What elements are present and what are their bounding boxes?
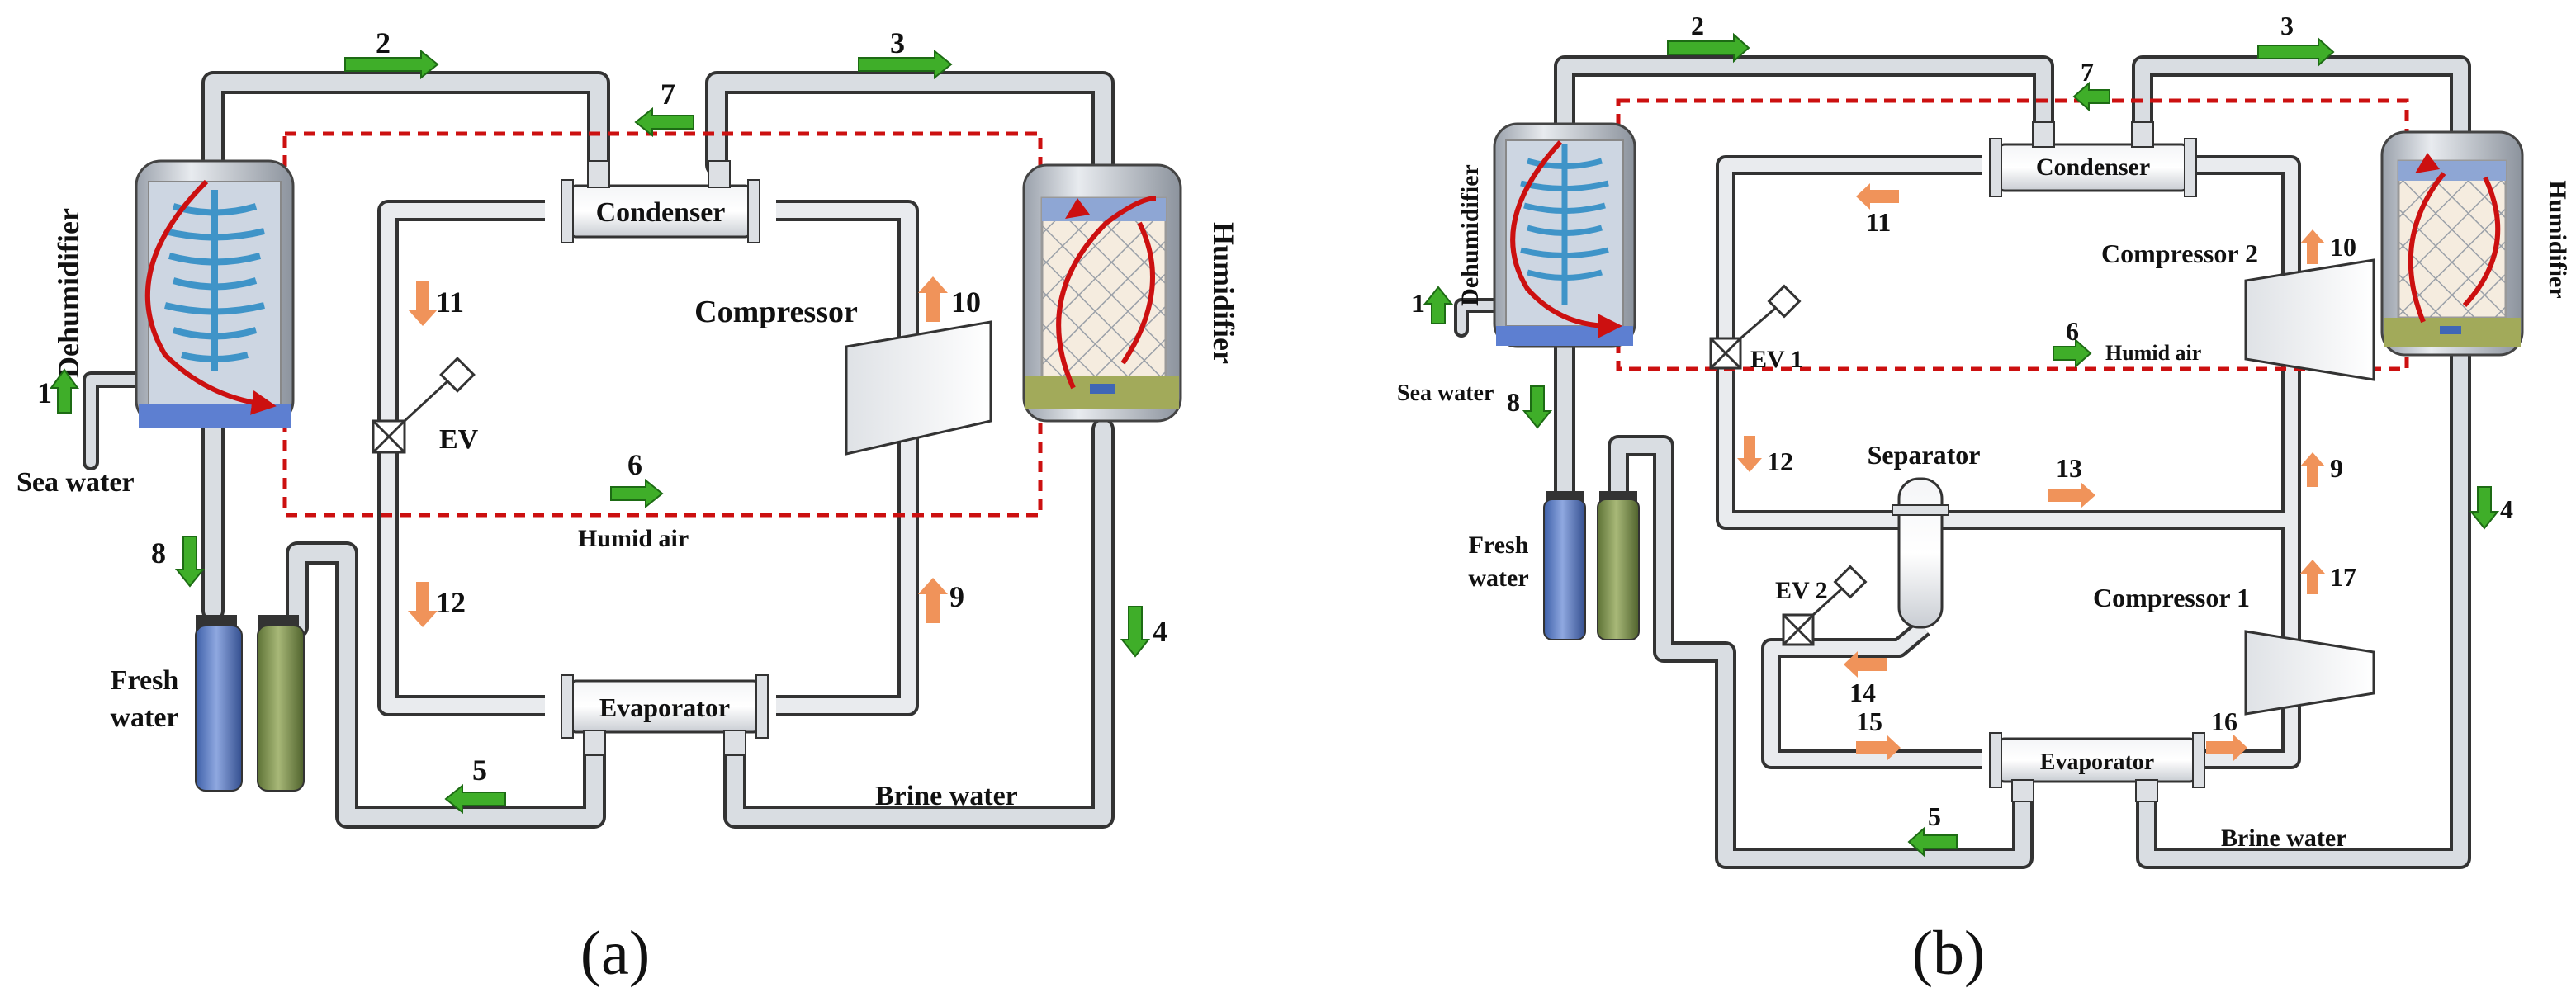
state-4: 4 <box>2500 494 2513 524</box>
humidifier-label: Humidifier <box>2544 180 2571 298</box>
state-5: 5 <box>472 754 487 787</box>
state-10: 10 <box>2330 232 2356 262</box>
state-2: 2 <box>1691 11 1704 40</box>
cooling-coil-icon <box>164 190 265 371</box>
ev-1-label: EV 1 <box>1750 346 1803 373</box>
ev-label: EV <box>439 424 479 455</box>
brine-water-label: Brine water <box>2221 825 2346 852</box>
state-13: 13 <box>2056 453 2082 483</box>
expansion-valve-1-b: EV 1 <box>1709 284 1803 373</box>
state-6: 6 <box>2066 316 2079 346</box>
state-numbers-a: 1 2 3 4 5 6 7 8 9 10 11 12 <box>37 26 1167 787</box>
fresh-water-label-2: water <box>110 702 178 733</box>
compressor-1-label: Compressor 1 <box>2093 583 2250 612</box>
dehumidifier-label: Dehumidifier <box>52 208 85 378</box>
compressor-1-b: Compressor 1 <box>2093 583 2375 716</box>
fresh-water-filters-a: Fresh water <box>110 615 305 792</box>
state-9: 9 <box>2330 453 2343 483</box>
compressor-2-label: Compressor 2 <box>2101 239 2258 268</box>
compressor-2-b: Compressor 2 <box>2101 239 2375 381</box>
state-5: 5 <box>1928 801 1941 831</box>
refrigerant-pipes-a <box>377 200 919 716</box>
dehumidifier-a: Dehumidifier <box>52 159 295 428</box>
state-8: 8 <box>1507 387 1520 417</box>
state-numbers-b: 1 2 3 4 5 6 7 8 9 10 11 12 13 14 15 16 1… <box>1412 11 2513 831</box>
state-8: 8 <box>151 536 166 570</box>
fresh-water-filters-b: Fresh water <box>1468 491 1640 640</box>
state-11: 11 <box>436 286 464 319</box>
state-7: 7 <box>2081 57 2094 87</box>
expansion-valve-a: EV <box>372 357 479 455</box>
state-16: 16 <box>2211 707 2237 736</box>
fresh-water-label-1: Fresh <box>1469 532 1529 559</box>
separator-b: Separator <box>1868 440 1981 629</box>
ev-2-label: EV 2 <box>1775 577 1828 604</box>
panel-caption-a: (a) <box>580 919 650 988</box>
panel-b: Dehumidifier Humidifier Condenser <box>1397 11 2571 988</box>
brine-water-label: Brine water <box>875 781 1018 811</box>
state-10: 10 <box>951 286 981 319</box>
water-flow-arrows-b <box>1423 32 2500 858</box>
dehumidifier-b: Dehumidifier <box>1456 122 1636 348</box>
state-11: 11 <box>1866 207 1891 237</box>
state-1: 1 <box>1412 288 1425 318</box>
evaporator-a: Evaporator <box>561 674 769 756</box>
evaporator-label: Evaporator <box>2040 749 2154 775</box>
state-2: 2 <box>376 26 391 59</box>
state-3: 3 <box>2280 11 2294 40</box>
humidifier-label: Humidifier <box>1207 222 1240 364</box>
state-9: 9 <box>949 580 964 613</box>
refrigerant-flow-arrows-a <box>408 276 948 627</box>
evaporator-b: Evaporator <box>1989 732 2205 802</box>
state-17: 17 <box>2330 562 2356 592</box>
fresh-water-label-2: water <box>1468 565 1528 592</box>
sea-water-label: Sea water <box>1397 380 1494 406</box>
air-flow-arrow-icon <box>1056 196 1157 390</box>
state-14: 14 <box>1849 678 1876 707</box>
condenser-b: Condenser <box>1989 121 2197 197</box>
air-flow-arrow-icon <box>144 179 277 415</box>
state-15: 15 <box>1856 707 1882 736</box>
state-1: 1 <box>37 376 52 409</box>
separator-label: Separator <box>1868 440 1981 470</box>
fresh-water-label-1: Fresh <box>111 665 179 696</box>
condenser-label: Condenser <box>596 197 726 228</box>
humidifier-a: Humidifier <box>1022 163 1240 423</box>
air-flow-arrow-icon <box>1510 139 1622 338</box>
humid-air-label: Humid air <box>578 525 689 552</box>
state-7: 7 <box>661 78 675 111</box>
expansion-valve-2-b: EV 2 <box>1775 565 1868 646</box>
compressor-label: Compressor <box>694 295 858 329</box>
state-4: 4 <box>1153 615 1167 648</box>
refrigerant-flow-arrows-b <box>1737 183 2325 761</box>
condenser-label: Condenser <box>2036 154 2150 181</box>
state-12: 12 <box>436 586 466 619</box>
panel-caption-b: (b) <box>1912 919 1986 988</box>
state-12: 12 <box>1767 447 1793 476</box>
condenser-a: Condenser <box>561 160 760 243</box>
sea-water-label: Sea water <box>17 467 135 498</box>
cooling-coil-icon <box>1520 144 1609 305</box>
water-pipes-a <box>83 71 1115 829</box>
state-3: 3 <box>890 26 905 59</box>
panel-a: Dehumidifier Humidifier Condenser <box>17 26 1240 988</box>
humid-air-label: Humid air <box>2105 341 2201 365</box>
dehumidifier-label: Dehumidifier <box>1456 164 1484 306</box>
air-flow-arrow-icon <box>2408 172 2501 324</box>
water-flow-arrows-a <box>50 49 1151 815</box>
evaporator-label: Evaporator <box>599 692 730 722</box>
compressor-a: Compressor <box>694 295 992 456</box>
state-6: 6 <box>627 448 642 481</box>
humidifier-b: Humidifier <box>2380 130 2571 357</box>
